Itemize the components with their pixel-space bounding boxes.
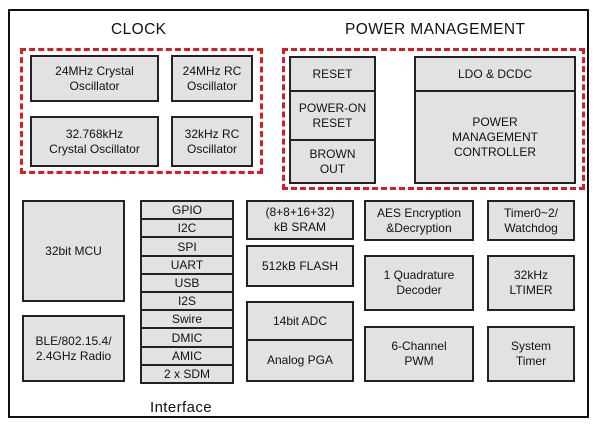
- ldo-dcdc-block: LDO & DCDC: [414, 56, 576, 92]
- crystal-32khz-block: 32.768kHz Crystal Oscillator: [30, 116, 159, 167]
- interface-item: I2S: [142, 293, 232, 312]
- crystal-24mhz-block: 24MHz Crystal Oscillator: [30, 55, 159, 102]
- quadrature-decoder-block: 1 Quadrature Decoder: [364, 255, 474, 311]
- power-management-controller-block: POWER MANAGEMENT CONTROLLER: [414, 90, 576, 184]
- power-on-reset-block: POWER-ON RESET: [289, 90, 376, 141]
- interface-title: Interface: [150, 399, 212, 416]
- power-group: [282, 48, 585, 190]
- system-timer-block: System Timer: [487, 326, 575, 382]
- adc-block: 14bit ADC: [246, 301, 354, 341]
- rc-32khz-block: 32kHz RC Oscillator: [171, 116, 253, 167]
- diagram-frame: [8, 9, 589, 418]
- interface-item: I2C: [142, 220, 232, 239]
- analog-pga-block: Analog PGA: [246, 339, 354, 382]
- interface-stack: GPIO I2C SPI UART USB I2S Swire DMIC AMI…: [140, 200, 234, 384]
- rc-24mhz-block: 24MHz RC Oscillator: [171, 55, 253, 102]
- interface-item: USB: [142, 274, 232, 294]
- radio-block: BLE/802.15.4/ 2.4GHz Radio: [22, 315, 125, 382]
- interface-item: SPI: [142, 238, 232, 257]
- interface-item: 2 x SDM: [142, 365, 232, 383]
- aes-block: AES Encryption &Decryption: [364, 200, 474, 241]
- sram-block: (8+8+16+32) kB SRAM: [246, 200, 354, 240]
- power-title: POWER MANAGEMENT: [345, 21, 526, 38]
- flash-block: 512kB FLASH: [246, 245, 354, 287]
- interface-item: GPIO: [142, 202, 232, 221]
- brown-out-block: BROWN OUT: [289, 139, 376, 184]
- timer-watchdog-block: Timer0~2/ Watchdog: [487, 200, 575, 241]
- interface-item: AMIC: [142, 347, 232, 366]
- pwm-block: 6-Channel PWM: [364, 326, 474, 382]
- interface-item: DMIC: [142, 329, 232, 348]
- interface-item: Swire: [142, 311, 232, 330]
- clock-title: CLOCK: [111, 21, 167, 38]
- interface-item: UART: [142, 256, 232, 275]
- reset-block: RESET: [289, 56, 376, 92]
- mcu-block: 32bit MCU: [22, 200, 125, 302]
- ltimer-block: 32kHz LTIMER: [487, 255, 575, 311]
- clock-group: [20, 48, 263, 174]
